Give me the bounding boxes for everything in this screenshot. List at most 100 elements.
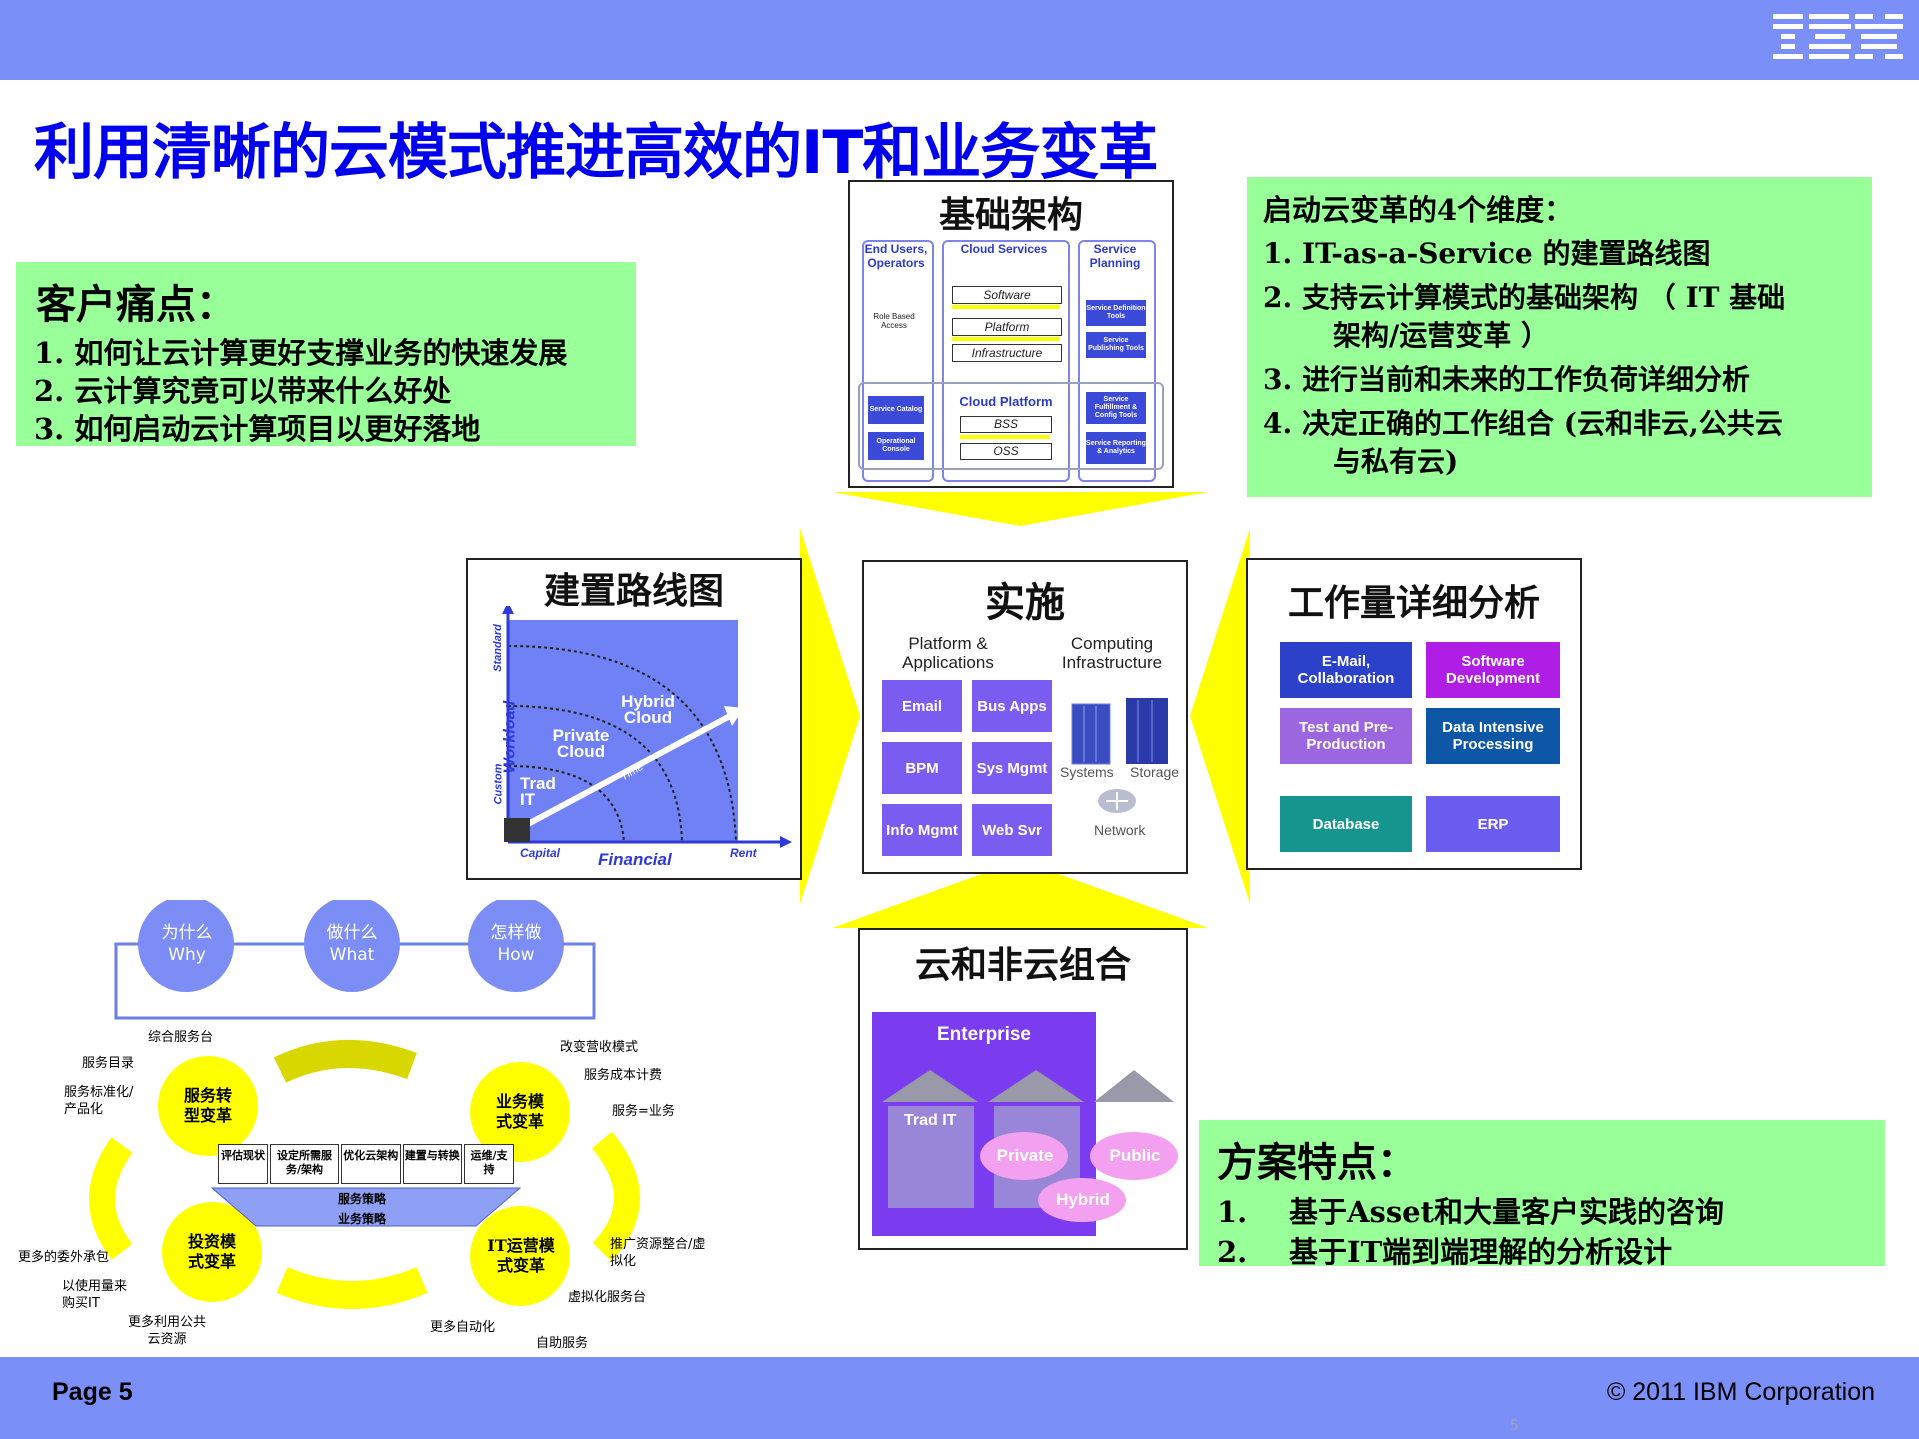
- systems-label: Systems: [1060, 764, 1114, 780]
- y-bottom-label: Custom: [492, 763, 505, 805]
- col-label: Cloud Services: [960, 242, 1048, 256]
- feature-item: 1. 基于Asset和大量客户实践的咨询: [1217, 1192, 1885, 1232]
- steps-row: 评估现状 设定所需服务/架构 优化云架构 建置与转换 运维/支持: [218, 1144, 515, 1184]
- page-number: Page 5: [52, 1378, 133, 1406]
- workload-tile-software: Software Development: [1426, 642, 1560, 698]
- features-title: 方案特点：: [1217, 1140, 1417, 1186]
- implementation-panel: 实施 Platform & Applications Computing Inf…: [862, 560, 1188, 874]
- cycle-graphic: [89, 900, 640, 1309]
- step-box: 设定所需服务/架构: [269, 1144, 340, 1184]
- dimension-line: 1. IT-as-a-Service 的建置路线图: [1263, 237, 1711, 270]
- cycle-note: 虚拟化服务台: [568, 1290, 647, 1305]
- workload-tile-label: Test and Pre-Production: [1299, 719, 1393, 753]
- cycle-note: 服务成本计费: [584, 1068, 663, 1083]
- yellow-line: [960, 435, 1050, 439]
- x-left-label: Capital: [520, 846, 561, 860]
- copyright: © 2011 IBM Corporation: [1606, 1378, 1875, 1406]
- cycle-note: 更多利用公共云资源: [127, 1315, 206, 1347]
- stage-hybrid-cloud: Hybrid Cloud: [621, 692, 675, 727]
- workload-tile-label: ERP: [1477, 815, 1509, 833]
- arrow-down: [832, 492, 1208, 526]
- dimension-line: 架构/运营变革 ）: [1333, 319, 1549, 352]
- cycle-note: 推广资源整合/虚拟化: [610, 1237, 706, 1269]
- stage-private-cloud: Private Cloud: [552, 726, 610, 761]
- pain-point-item: 1. 如何让云计算更好支撑业务的快速发展: [34, 336, 568, 370]
- service-strategy-label: 服务策略: [337, 1192, 386, 1206]
- workload-tile-label: Software Development: [1445, 653, 1541, 687]
- workload-tile-erp: ERP: [1426, 796, 1560, 852]
- roadmap-panel: 建置路线图 Workload Standard Custom Financial…: [466, 558, 802, 880]
- workload-tile-data: Data Intensive Processing: [1426, 708, 1560, 764]
- page-index: 5: [1510, 1418, 1519, 1434]
- cloud-mix-panel: 云和非云组合 Enterprise Trad IT Private Public…: [858, 928, 1188, 1250]
- cycle-note: 服务标准化/产品化: [64, 1085, 134, 1117]
- feature-num: 2.: [1217, 1235, 1248, 1269]
- workload-tile-label: Data Intensive Processing: [1442, 719, 1544, 753]
- platform-label: Platform & Applications: [902, 634, 994, 672]
- infrastructure-box: Infrastructure: [952, 344, 1062, 362]
- what-cn: 做什么: [326, 923, 378, 943]
- service-catalog-tile: Service Catalog: [868, 396, 924, 424]
- service-fulfillment-tile: Service Fulfillment & Config Tools: [1086, 392, 1146, 424]
- service-reporting-tile: Service Reporting & Analytics: [1086, 432, 1146, 464]
- col-label: Service Planning: [1089, 242, 1141, 270]
- rba-label: Role Based Access: [873, 312, 915, 330]
- feature-num: 1.: [1217, 1195, 1248, 1229]
- stage-trad-it: Trad IT: [520, 774, 556, 809]
- hybrid-label: Hybrid: [1056, 1190, 1110, 1209]
- web-svr-tile: Web Svr: [972, 804, 1052, 856]
- cycle-note: 自助服务: [536, 1336, 589, 1351]
- cycle-note: 更多自动化: [430, 1320, 496, 1335]
- infrastructure-title: 基础架构: [938, 195, 1083, 236]
- page-title: 利用清晰的云模式推进高效的IT和业务变革: [34, 118, 1158, 188]
- workload-tile-label: Database: [1312, 815, 1380, 833]
- dimension-line: 4. 决定正确的工作组合 (云和非云,公共云: [1263, 407, 1783, 440]
- dimension-item: 4. 决定正确的工作组合 (云和非云,公共云与私有云): [1263, 405, 1872, 481]
- pain-points-box: 客户痛点： 1. 如何让云计算更好支撑业务的快速发展 2. 云计算究竟可以带来什…: [16, 262, 636, 446]
- feature-text: 基于Asset和大量客户实践的咨询: [1289, 1195, 1725, 1229]
- features-box: 方案特点： 1. 基于Asset和大量客户实践的咨询 2. 基于IT端到端理解的分析…: [1199, 1120, 1885, 1269]
- cycle-note: 服务目录: [82, 1056, 135, 1071]
- what-en: What: [329, 945, 375, 965]
- info-mgmt-tile: Info Mgmt: [882, 804, 962, 856]
- public-label: Public: [1109, 1146, 1161, 1165]
- operational-console-tile: Operational Console: [868, 432, 924, 460]
- pain-point-item: 2. 云计算究竟可以带来什么好处: [34, 374, 452, 408]
- arrows-graphic: [800, 492, 1250, 928]
- cycle-note: 改变营收模式: [560, 1040, 639, 1055]
- dimension-item: 1. IT-as-a-Service 的建置路线图: [1263, 235, 1872, 273]
- cycle-note: 综合服务台: [148, 1030, 214, 1045]
- yellow-line: [952, 337, 1060, 341]
- feature-item: 2. 基于IT端到端理解的分析设计: [1217, 1232, 1885, 1272]
- infrastructure-panel: 基础架构 End Users, Operators Cloud Services…: [848, 180, 1174, 488]
- dimension-item: 3. 进行当前和未来的工作负荷详细分析: [1263, 361, 1872, 399]
- workload-tile-email: E-Mail, Collaboration: [1280, 642, 1412, 698]
- cloud-mix-graphic: [882, 1070, 1178, 1222]
- dimension-line: 2. 支持云计算模式的基础架构 （ IT 基础: [1263, 281, 1786, 314]
- business-strategy-label: 业务策略: [337, 1212, 386, 1226]
- y-top-label: Standard: [491, 624, 504, 672]
- cycle-note: 服务=业务: [612, 1104, 675, 1119]
- step-box: 建置与转换: [402, 1144, 463, 1184]
- cycle-note: 更多的委外承包: [18, 1250, 110, 1265]
- footer-bar: [0, 1357, 1919, 1439]
- feature-text: 基于IT端到端理解的分析设计: [1289, 1235, 1673, 1269]
- workload-tile-test: Test and Pre-Production: [1280, 708, 1412, 764]
- service-publishing-tile: Service Publishing Tools: [1086, 332, 1146, 358]
- cloud-platform-label: Cloud Platform: [959, 394, 1053, 409]
- cycle-investment-change: 投资模式变革: [187, 1232, 236, 1271]
- private-label: Private: [996, 1146, 1054, 1165]
- arrow-left: [1190, 528, 1250, 904]
- pain-points-title: 客户痛点：: [36, 282, 236, 328]
- enterprise-label: Enterprise: [937, 1024, 1031, 1045]
- cycle-service-change: 服务转型变革: [183, 1086, 232, 1125]
- pain-point-item: 3. 如何启动云计算项目以更好落地: [34, 412, 481, 446]
- why-cn: 为什么: [161, 923, 213, 943]
- ibm-logo: [1773, 14, 1903, 59]
- step-box: 评估现状: [218, 1144, 268, 1184]
- roadmap-chart: [502, 606, 792, 848]
